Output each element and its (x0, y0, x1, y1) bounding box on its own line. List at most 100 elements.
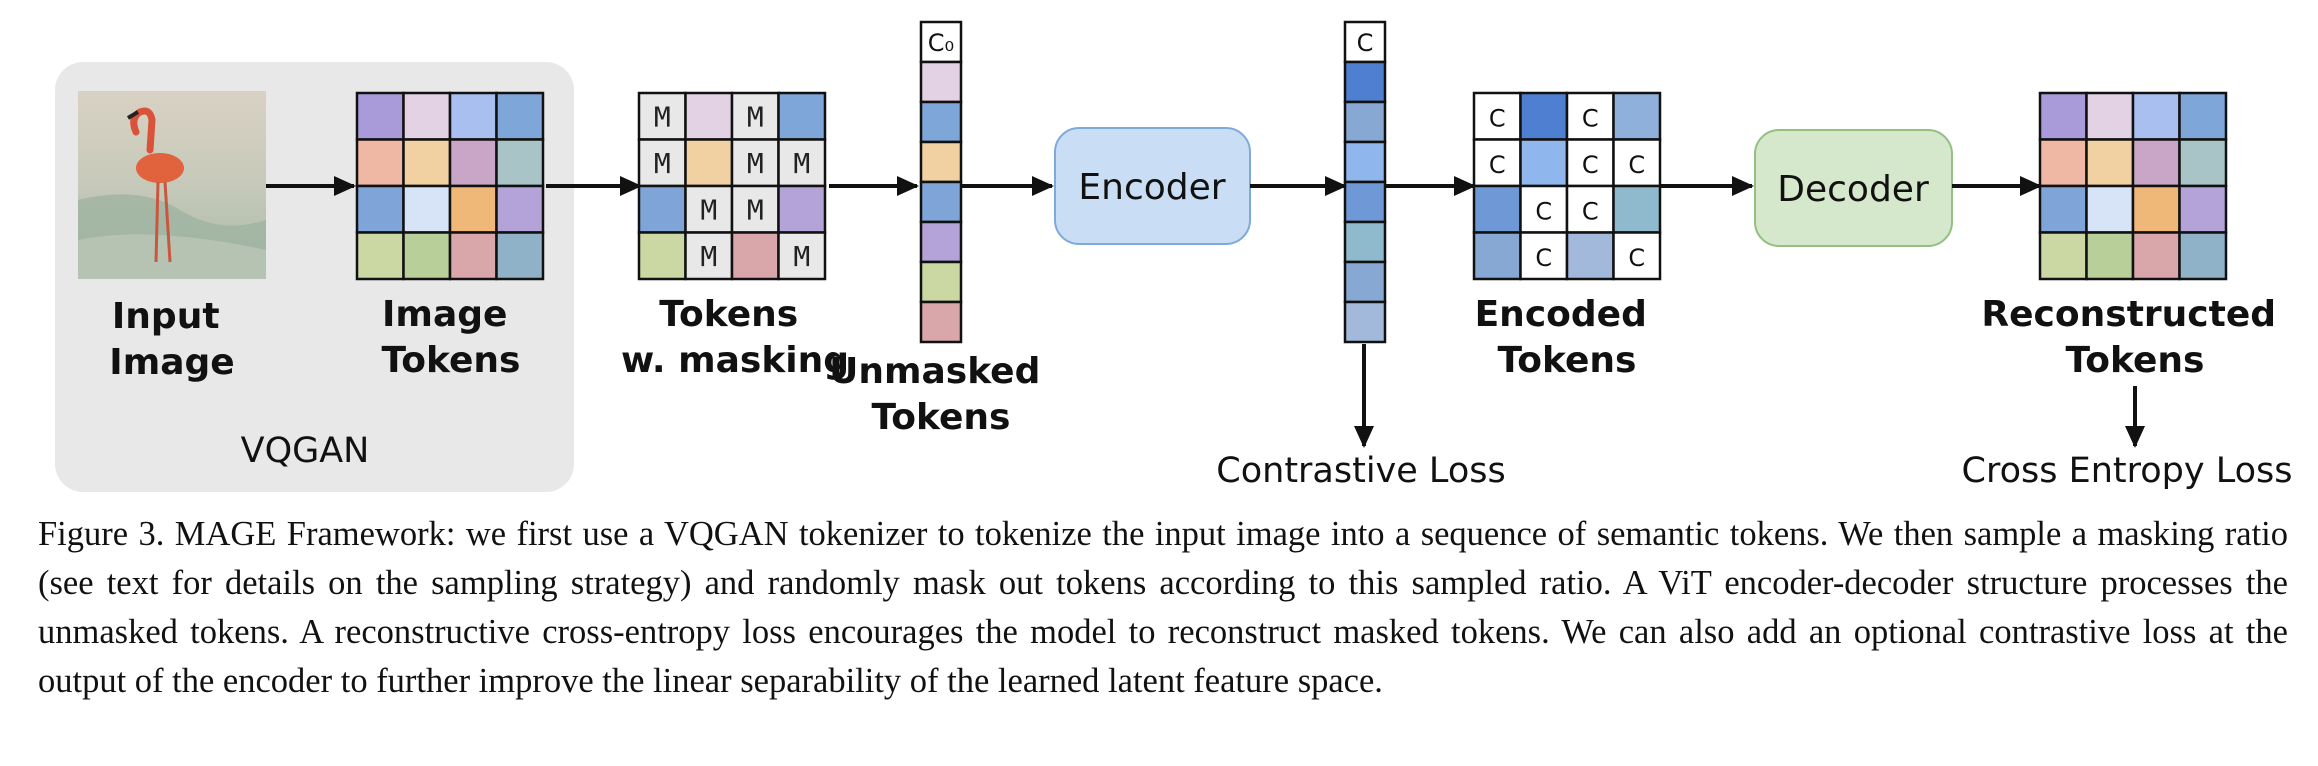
image-token-cell (355, 231, 405, 281)
reconstructed-token-cell (2178, 231, 2228, 281)
unmasked-tokens-column: C₀ (919, 20, 963, 344)
image-token-cell (355, 138, 405, 188)
image-token-cell (402, 138, 452, 188)
image-token-cell (448, 231, 498, 281)
reconstructed-token-cell (2178, 138, 2228, 188)
encoded-token-cell-symbol: C (1628, 151, 1645, 179)
encoded-token-cell (1519, 231, 1569, 281)
reconstructed-token-cell (2038, 91, 2088, 141)
encoder-output-token-head-symbol: C (1357, 29, 1374, 57)
encoded-token-cell (1519, 91, 1569, 141)
image-token-cell (448, 91, 498, 141)
image-tokens-grid (355, 91, 545, 281)
reconstructed-token-cell (2178, 184, 2228, 234)
decoder-label: Decoder (1777, 169, 1929, 210)
reconstructed-token-cell (2038, 231, 2088, 281)
input-image-flamingo (78, 91, 266, 279)
masked-token-cell-symbol: M (747, 100, 764, 133)
reconstructed-token-cell (2131, 231, 2181, 281)
unmasked-token-head-cell (919, 20, 963, 64)
masked-token-cell-symbol: M (700, 193, 717, 226)
encoded-token-cell-symbol: C (1535, 197, 1552, 225)
encoder-output-token-cell (1343, 60, 1387, 104)
masked-token-cell-symbol: M (747, 147, 764, 180)
encoder-output-token-head-cell (1343, 20, 1387, 64)
image-token-cell (448, 138, 498, 188)
masked-token-cell-symbol: M (700, 240, 717, 273)
label-reconstructed-tokens: Reconstructed Tokens (1981, 294, 2288, 381)
masked-token-cell (637, 138, 687, 188)
encoded-token-cell (1472, 184, 1522, 234)
unmasked-token-cell (919, 140, 963, 184)
reconstructed-token-cell (2085, 138, 2135, 188)
unmasked-token-cell (919, 180, 963, 224)
encoded-token-cell (1612, 184, 1662, 234)
label-contrastive-loss: Contrastive Loss (1216, 451, 1505, 491)
encoded-token-cell-symbol: C (1628, 244, 1645, 272)
reconstructed-tokens-grid (2038, 91, 2228, 281)
label-cross-entropy-loss: Cross Entropy Loss (1962, 451, 2293, 491)
masked-token-cell (777, 91, 827, 141)
encoded-token-cell-symbol: C (1582, 197, 1599, 225)
encoder-output-token-cell (1343, 100, 1387, 144)
label-unmasked-tokens: Unmasked Tokens (829, 351, 1053, 438)
label-masked-tokens: Tokens w. masking (621, 294, 849, 381)
encoded-token-cell (1612, 138, 1662, 188)
encoded-token-cell (1612, 91, 1662, 141)
image-token-cell (402, 91, 452, 141)
image-token-cell (402, 231, 452, 281)
unmasked-token-head-symbol: C₀ (928, 29, 954, 57)
image-token-cell (495, 91, 545, 141)
encoded-token-cell (1565, 231, 1615, 281)
masked-token-cell (777, 231, 827, 281)
unmasked-token-cell (919, 100, 963, 144)
masked-token-cell (777, 184, 827, 234)
figure-caption: Figure 3. MAGE Framework: we first use a… (38, 515, 2288, 700)
flow-arrows (266, 176, 2145, 448)
masked-token-cell-symbol: M (747, 193, 764, 226)
reconstructed-token-cell (2131, 184, 2181, 234)
reconstructed-token-cell (2131, 91, 2181, 141)
image-token-cell (402, 184, 452, 234)
encoded-token-cell-symbol: C (1489, 104, 1506, 132)
reconstructed-token-cell (2131, 138, 2181, 188)
image-token-cell (448, 184, 498, 234)
reconstructed-token-cell (2038, 184, 2088, 234)
label-input-image: Input Image (109, 296, 234, 383)
masked-token-cell (637, 184, 687, 234)
image-token-cell (355, 184, 405, 234)
masked-token-cell (637, 91, 687, 141)
encoder-output-token-cell (1343, 260, 1387, 304)
label-encoded-tokens: Encoded Tokens (1475, 294, 1660, 381)
encoded-token-cell (1519, 138, 1569, 188)
masked-token-cell (684, 184, 734, 234)
reconstructed-token-cell (2085, 231, 2135, 281)
encoded-token-cell-symbol: C (1582, 151, 1599, 179)
reconstructed-token-cell (2085, 91, 2135, 141)
masked-token-cell (684, 138, 734, 188)
encoded-token-cell-symbol: C (1535, 244, 1552, 272)
image-token-cell (495, 184, 545, 234)
encoded-token-cell (1472, 231, 1522, 281)
encoder-block: Encoder (1054, 127, 1251, 245)
masked-token-cell-symbol: M (654, 147, 671, 180)
decoder-block: Decoder (1754, 129, 1953, 247)
reconstructed-token-cell (2178, 91, 2228, 141)
masked-token-cell-symbol: M (793, 240, 810, 273)
image-token-cell (355, 91, 405, 141)
encoder-output-token-cell (1343, 180, 1387, 224)
masked-token-cell (637, 231, 687, 281)
label-image-tokens: Image Tokens (382, 294, 521, 381)
image-token-cell (495, 231, 545, 281)
masked-token-cell (684, 91, 734, 141)
reconstructed-token-cell (2038, 138, 2088, 188)
unmasked-token-cell (919, 220, 963, 264)
encoded-token-cell (1612, 231, 1662, 281)
unmasked-token-cell (919, 260, 963, 304)
encoded-token-cell-symbol: C (1582, 104, 1599, 132)
masked-token-cell-symbol: M (793, 147, 810, 180)
encoder-label: Encoder (1078, 167, 1225, 208)
